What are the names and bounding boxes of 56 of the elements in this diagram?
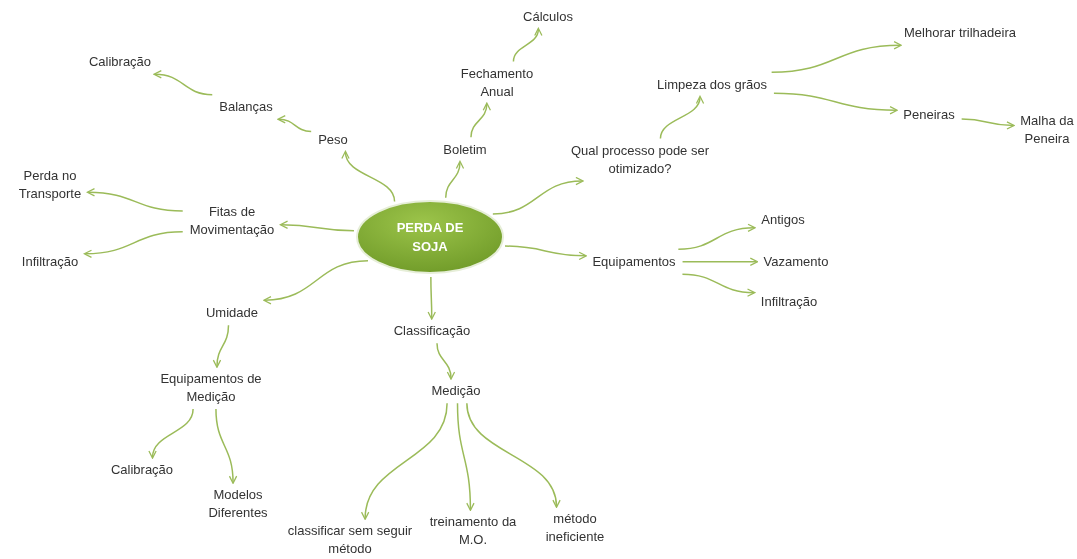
branch-label: Classificação: [392, 322, 472, 340]
branch-label: Calibração: [109, 461, 175, 479]
arrow: [470, 102, 491, 138]
arrow: [659, 95, 704, 140]
arrow: [770, 41, 902, 73]
arrow: [681, 257, 759, 266]
branch-label: Peneiras: [902, 106, 956, 124]
arrow: [504, 245, 587, 260]
branch-label: Vazamento: [762, 253, 830, 271]
arrow: [86, 188, 184, 212]
arrow: [427, 276, 436, 320]
arrow: [83, 231, 184, 258]
arrow: [436, 342, 455, 380]
branch-label: Antigos: [760, 211, 806, 229]
branch-label: Equipamentos de Medição: [159, 370, 263, 406]
branch-label: Qual processo pode ser otimizado?: [570, 142, 710, 178]
arrow: [444, 160, 464, 199]
branch-label: treinamento da M.O.: [428, 513, 518, 549]
arrow: [773, 92, 898, 115]
branch-label: Infiltração: [20, 253, 80, 271]
branch-label: Balanças: [218, 98, 274, 116]
branch-label: Melhorar trilhadeira: [903, 24, 1017, 42]
branch-label: Fitas de Movimentação: [188, 203, 276, 239]
arrow: [215, 408, 237, 484]
arrow: [681, 273, 756, 297]
branch-label: Limpeza dos grãos: [656, 76, 768, 94]
arrow: [456, 402, 475, 511]
branch-label: Perda no Transporte: [17, 167, 83, 203]
arrow: [512, 27, 542, 63]
arrow: [677, 223, 756, 250]
branch-label: Cálculos: [522, 8, 574, 26]
branch-label: Fechamento Anual: [459, 65, 535, 101]
arrow: [342, 150, 396, 203]
arrow: [277, 115, 312, 133]
arrow: [153, 70, 213, 96]
topic-label: PERDA DE SOJA: [395, 219, 465, 256]
branch-label: classificar sem seguir método: [286, 522, 414, 558]
branch-label: Calibração: [87, 53, 153, 71]
arrow: [279, 220, 355, 232]
branch-label: Umidade: [205, 304, 259, 322]
arrow: [960, 118, 1015, 130]
branch-label: Peso: [317, 131, 349, 149]
topic-ellipse: [355, 199, 505, 275]
arrow: [361, 402, 448, 520]
branch-label: Equipamentos: [591, 253, 677, 271]
branch-label: Medição: [430, 382, 482, 400]
arrow: [492, 177, 584, 215]
branch-label: Malha da Peneira: [1019, 112, 1075, 148]
branch-label: método ineficiente: [544, 510, 606, 546]
branch-label: Infiltração: [759, 293, 819, 311]
arrow: [213, 324, 230, 368]
arrow: [149, 408, 194, 459]
arrow: [263, 259, 369, 305]
arrow: [466, 402, 560, 508]
branch-label: Modelos Diferentes: [207, 486, 269, 522]
branch-label: Boletim: [442, 141, 488, 159]
